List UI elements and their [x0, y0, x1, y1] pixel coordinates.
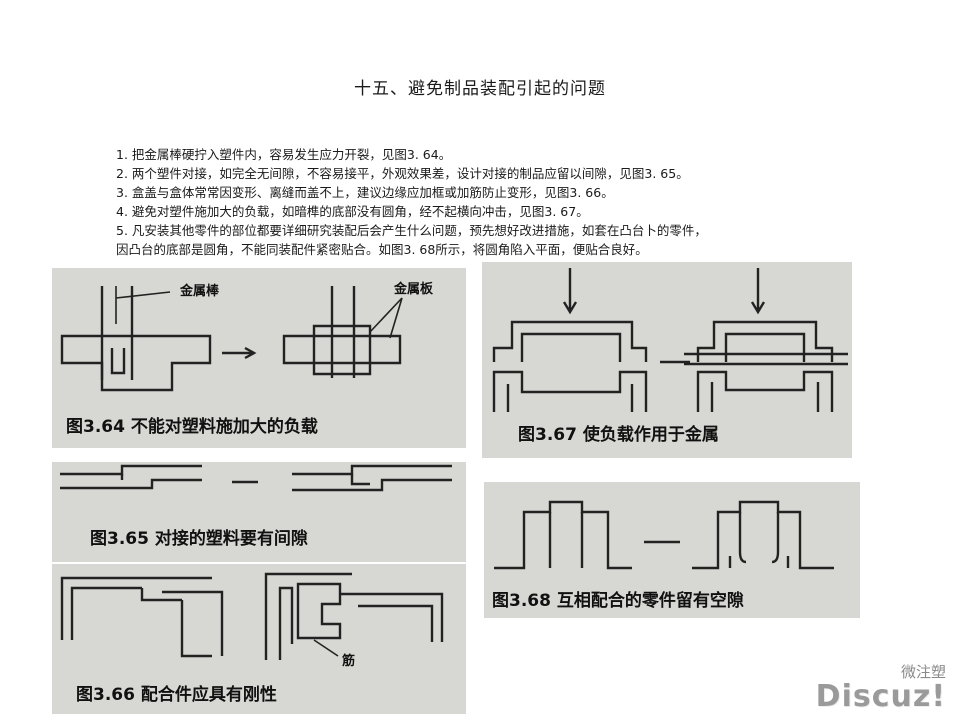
figure-label-rod: 金属棒	[180, 284, 220, 299]
figure-caption: 图3.65 对接的塑料要有间隙	[90, 529, 308, 549]
list-item: 3. 盒盖与盒体常常因变形、离缝而盖不上，建议边缘应加框或加筋防止变形，见图3.…	[116, 185, 614, 200]
figure-3-64-drawing	[60, 286, 403, 392]
list-item: 4. 避免对塑件施加大的负载，如暗榫的底部没有圆角，经不起横向冲击，见图3. 6…	[116, 204, 589, 219]
item-list: 1. 把金属棒硬拧入塑件内，容易发生应力开裂，见图3. 64。 2. 两个塑件对…	[116, 145, 896, 259]
list-item: 1. 把金属棒硬拧入塑件内，容易发生应力开裂，见图3. 64。	[116, 147, 452, 162]
page-title: 十五、避免制品装配引起的问题	[354, 79, 606, 99]
figure-caption: 图3.64 不能对塑料施加大的负载	[66, 417, 318, 437]
figure-3-67-drawing	[492, 268, 848, 412]
figure-caption: 图3.67 使负载作用于金属	[518, 425, 719, 445]
figure-3-67: 图3.67 使负载作用于金属	[482, 262, 852, 458]
figure-3-65: 图3.65 对接的塑料要有间隙	[52, 462, 466, 562]
figure-label-plate: 金属板	[394, 282, 434, 297]
figure-label-rib: 筋	[342, 654, 356, 669]
figure-3-64: 金属棒 金属板 图3.64 不能对塑料施加大的负载	[52, 268, 466, 448]
list-item: 5. 凡安装其他零件的部位都要详细研究装配后会产生什么问题，预先想好改进措施，如…	[116, 223, 707, 238]
figure-3-66: 筋 图3.66 配合件应具有刚性	[52, 564, 466, 714]
figure-3-68: 图3.68 互相配合的零件留有空隙	[484, 482, 860, 618]
watermark: 微注塑 Discuz!	[816, 661, 946, 712]
watermark-brand: 微注塑	[900, 663, 946, 681]
watermark-site: Discuz!	[815, 679, 946, 714]
figure-caption: 图3.66 配合件应具有刚性	[76, 685, 277, 705]
figure-3-65-drawing	[60, 464, 452, 492]
figure-3-66-drawing	[60, 572, 444, 660]
figure-caption: 图3.68 互相配合的零件留有空隙	[492, 591, 744, 611]
list-item: 因凸台的底部是圆角，不能同装配件紧密贴合。如图3. 68所示，将圆角陷入平面，便…	[116, 242, 648, 257]
figure-3-68-drawing	[494, 500, 834, 570]
list-item: 2. 两个塑件对接，如完全无间隙，不容易接平，外观效果差，设计对接的制品应留以间…	[116, 166, 689, 181]
